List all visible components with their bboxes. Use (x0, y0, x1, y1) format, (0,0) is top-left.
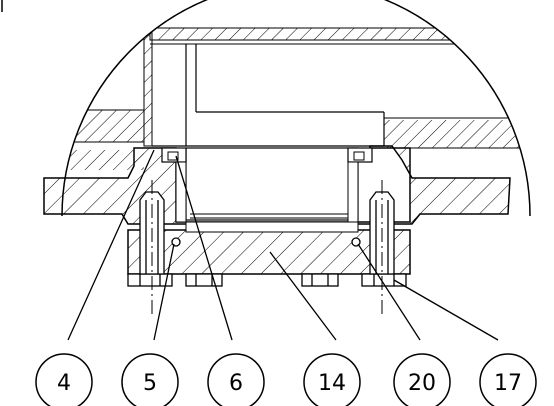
housing-outline (61, 0, 531, 217)
balloon-label-4: 4 (57, 371, 71, 396)
balloon-label-6: 6 (229, 371, 243, 396)
bolt-left (139, 180, 165, 316)
balloon-14: 14 (303, 353, 361, 406)
balloon-label-5: 5 (143, 371, 157, 396)
bolt-heads (127, 273, 407, 287)
balloon-6: 6 (207, 353, 265, 406)
balloon-17: 17 (479, 353, 537, 406)
balloon-label-17: 17 (494, 371, 522, 396)
balloon-label-14: 14 (318, 371, 346, 396)
balloon-4: 4 (35, 353, 93, 406)
housing-interior (62, 27, 530, 170)
balloon-label-20: 20 (408, 371, 436, 396)
bolt-right (369, 180, 395, 316)
balloon-20: 20 (393, 353, 451, 406)
cover-plate (127, 229, 411, 275)
leader-lines (67, 149, 499, 341)
bore (185, 147, 359, 221)
balloon-5: 5 (121, 353, 179, 406)
